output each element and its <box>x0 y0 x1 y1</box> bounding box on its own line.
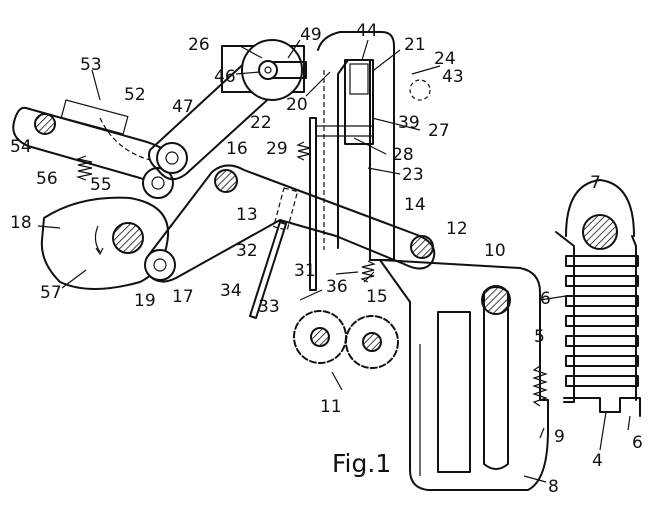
contact-stack-4 <box>555 179 641 417</box>
label-36: 36 <box>326 277 348 297</box>
label-6-bottom: 6 <box>632 433 643 453</box>
link-arm-52 <box>12 99 174 199</box>
lever-13-14 <box>144 164 436 283</box>
label-21: 21 <box>404 35 426 55</box>
label-49: 49 <box>300 25 322 45</box>
label-26: 26 <box>188 35 210 55</box>
spring-5 <box>532 365 548 407</box>
spring-56 <box>75 155 93 181</box>
label-8: 8 <box>548 477 559 497</box>
leader-lines <box>37 39 631 483</box>
label-22: 22 <box>250 113 272 133</box>
label-44: 44 <box>356 21 378 41</box>
label-31: 31 <box>294 261 316 281</box>
spring-29 <box>296 141 311 161</box>
label-11: 11 <box>320 397 342 417</box>
pivot-12 <box>410 235 434 259</box>
label-16: 16 <box>226 139 248 159</box>
shaft-19 <box>112 222 144 254</box>
label-14: 14 <box>404 195 426 215</box>
body-8 <box>379 259 549 491</box>
label-6-top: 6 <box>540 289 551 309</box>
figure-caption: Fig.1 <box>332 449 391 478</box>
label-29: 29 <box>266 139 288 159</box>
label-12: 12 <box>446 219 468 239</box>
label-56: 56 <box>36 169 58 189</box>
label-57: 57 <box>40 283 62 303</box>
pivot-55-roller <box>142 167 174 199</box>
label-5: 5 <box>534 327 545 347</box>
reference-numerals: 26 49 44 21 24 43 46 53 52 47 22 20 39 2… <box>10 21 643 497</box>
label-17: 17 <box>172 287 194 307</box>
label-47: 47 <box>172 97 194 117</box>
pivot-16 <box>214 169 238 193</box>
label-32: 32 <box>236 241 258 261</box>
roller-17 <box>144 249 176 281</box>
label-34: 34 <box>220 281 242 301</box>
pivot-54 <box>34 113 56 135</box>
label-54: 54 <box>10 137 32 157</box>
label-23: 23 <box>402 165 424 185</box>
label-46: 46 <box>214 67 236 87</box>
label-55: 55 <box>90 175 112 195</box>
pivot-22 <box>156 142 188 174</box>
label-53: 53 <box>80 55 102 75</box>
gear-pair-11 <box>293 310 399 369</box>
label-33: 33 <box>258 297 280 317</box>
spring-15 <box>360 260 376 283</box>
label-19: 19 <box>134 291 156 311</box>
label-4: 4 <box>592 451 603 471</box>
label-28: 28 <box>392 145 414 165</box>
label-20: 20 <box>286 95 308 115</box>
label-24: 24 <box>434 49 456 69</box>
label-10: 10 <box>484 241 506 261</box>
label-9: 9 <box>554 427 565 447</box>
label-18: 18 <box>10 213 32 233</box>
label-7: 7 <box>590 173 601 193</box>
label-39: 39 <box>398 113 420 133</box>
label-13: 13 <box>236 205 258 225</box>
label-27: 27 <box>428 121 450 141</box>
pin-10 <box>481 285 511 315</box>
label-43: 43 <box>442 67 464 87</box>
shaft-7 <box>582 214 618 250</box>
label-15: 15 <box>366 287 388 307</box>
pawl-33 <box>249 221 287 319</box>
label-52: 52 <box>124 85 146 105</box>
